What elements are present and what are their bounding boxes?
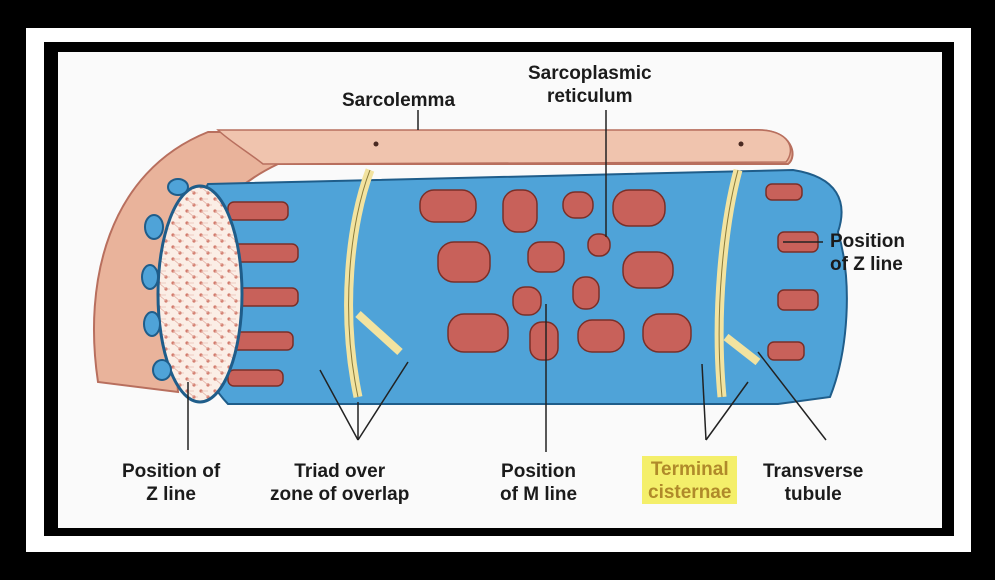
label-sarcolemma: Sarcolemma: [342, 89, 455, 112]
mline-line2: of M line: [500, 483, 577, 506]
label-transverse-tubule: Transverse tubule: [763, 460, 863, 506]
label-z-line-right: Position of Z line: [830, 230, 905, 276]
label-terminal-cisternae: Terminal cisternae: [642, 456, 737, 504]
label-sarcoplasmic-reticulum: Sarcoplasmic reticulum: [528, 62, 652, 108]
mline-line1: Position: [500, 460, 577, 483]
zline-right-line2: of Z line: [830, 253, 905, 276]
zline-left-line2: Z line: [122, 483, 220, 506]
sarcolemma-band: [218, 130, 790, 164]
terminal-highlight: Terminal cisternae: [642, 456, 737, 504]
sarcolemma-label: Sarcolemma: [342, 89, 455, 112]
zline-left-line1: Position of: [122, 460, 220, 483]
sr-label-line2: reticulum: [528, 85, 652, 108]
triad-line1: Triad over: [270, 460, 409, 483]
diagram-canvas: Sarcolemma Sarcoplasmic reticulum Positi…: [58, 52, 942, 528]
label-triad: Triad over zone of overlap: [270, 460, 409, 506]
terminal-line2: cisternae: [648, 481, 731, 504]
transverse-line2: tubule: [763, 483, 863, 506]
zline-right-line1: Position: [830, 230, 905, 253]
muscle-fiber-illustration: [58, 52, 942, 528]
transverse-line1: Transverse: [763, 460, 863, 483]
sr-label-line1: Sarcoplasmic: [528, 62, 652, 85]
label-m-line: Position of M line: [500, 460, 577, 506]
triad-line2: zone of overlap: [270, 483, 409, 506]
terminal-line1: Terminal: [648, 458, 731, 481]
label-z-line-left: Position of Z line: [122, 460, 220, 506]
